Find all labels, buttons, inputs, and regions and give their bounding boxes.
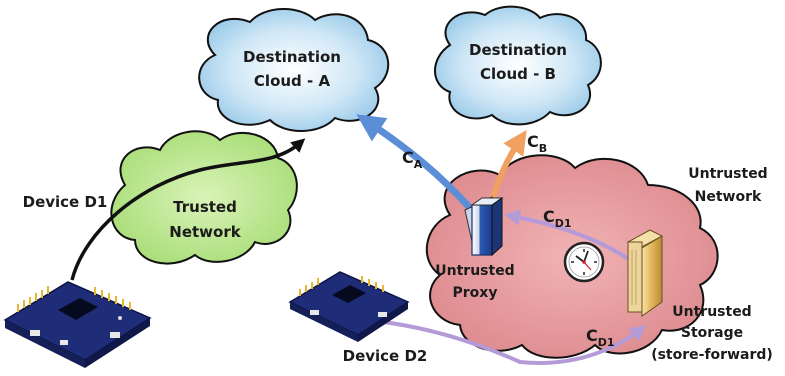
storage-label-line1: Untrusted xyxy=(672,304,751,320)
storage-box-icon xyxy=(626,229,664,317)
cd1-proxy-label: CD1 xyxy=(543,207,572,230)
server-icon xyxy=(464,196,504,257)
cb-arrow xyxy=(489,130,527,203)
ca-arrow xyxy=(356,114,474,212)
cd1-d2-to-storage-arrow xyxy=(333,316,647,365)
circuit-board-icon xyxy=(3,281,152,368)
ca-label: CA xyxy=(402,148,423,171)
proxy-label-line1: Untrusted xyxy=(435,263,514,279)
proxy-label-line2: Proxy xyxy=(453,285,498,301)
device-d1-trusted-path-arrow xyxy=(70,138,306,281)
device-d2-label: Device D2 xyxy=(343,347,428,365)
clock-icon xyxy=(563,241,605,283)
trusted-network-cloud: Trusted Network xyxy=(110,130,298,265)
trusted-network-line1: Trusted xyxy=(173,198,237,216)
storage-label-line3: (store-forward) xyxy=(651,347,773,363)
storage-label-line2: Storage xyxy=(681,325,743,341)
cd1-storage-label: CD1 xyxy=(586,326,615,349)
untrusted-network-line2: Network xyxy=(695,189,762,205)
cloud-a-title-line1: Destination xyxy=(243,48,341,66)
cloud-b-title-line1: Destination xyxy=(469,41,567,59)
cd1-storage-to-proxy-arrow xyxy=(504,209,632,262)
cloud-a-title-line2: Cloud - A xyxy=(254,72,331,90)
device-d1-label: Device D1 xyxy=(23,193,108,211)
untrusted-network-line1: Untrusted xyxy=(688,166,767,182)
trusted-network-line2: Network xyxy=(169,223,241,241)
destination-cloud-a: Destination Cloud - A xyxy=(198,8,390,132)
circuit-board-icon xyxy=(288,271,410,342)
destination-cloud-b: Destination Cloud - B xyxy=(434,5,602,126)
cb-label: CB xyxy=(527,132,547,155)
cloud-b-title-line2: Cloud - B xyxy=(480,65,556,83)
